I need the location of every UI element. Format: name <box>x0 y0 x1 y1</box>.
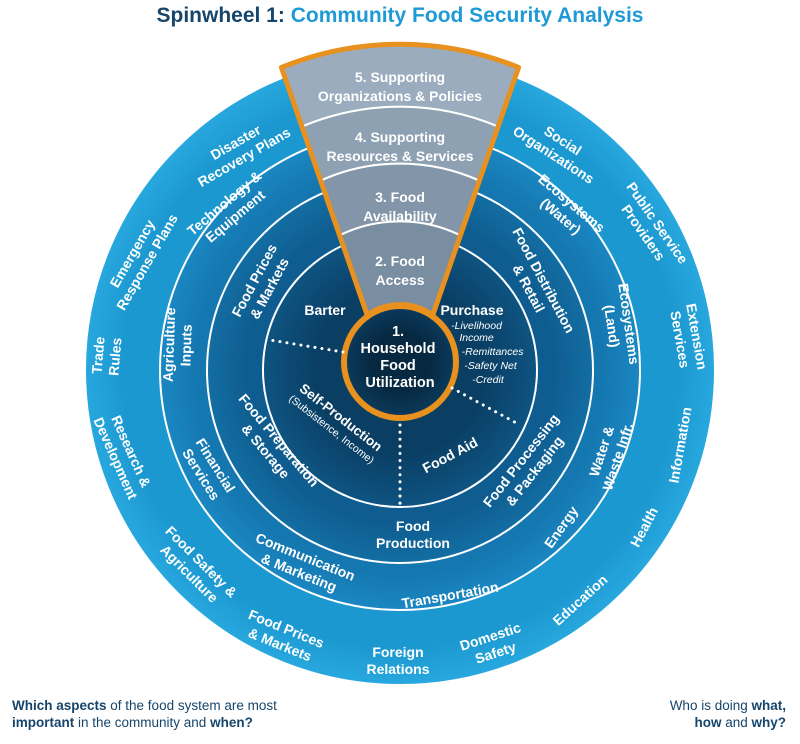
access-dividers <box>268 338 522 507</box>
org-trade-rules: TradeRules <box>88 335 124 376</box>
q-left-b1: Which aspects <box>12 698 107 713</box>
q-right-t1: Who is doing <box>669 698 752 713</box>
q-right-b1: what, <box>751 698 786 713</box>
q-left-t1: of the food system are most <box>106 698 277 713</box>
hub-label: 1. Household Food Utilization <box>361 324 440 391</box>
divider-right <box>450 386 522 427</box>
hub-circle <box>341 303 459 421</box>
purchase-items: -Livelihood Income -Remittances -Safety … <box>451 320 526 386</box>
title-main: Community Food Security Analysis <box>290 4 644 27</box>
purchase-label: Purchase <box>440 302 503 318</box>
wedge-group <box>278 41 522 318</box>
q-left-b3: when? <box>210 715 253 730</box>
q-right-b3: why? <box>751 715 786 730</box>
q-right-b2: how <box>694 715 722 730</box>
question-right: Who is doing what, how and why? <box>586 697 786 731</box>
divider-left <box>268 338 345 354</box>
res-agriculture-inputs: AgricultureInputs <box>160 307 196 383</box>
page-title: Spinwheel 1: Community Food Security Ana… <box>0 4 800 28</box>
q-left-b2: important <box>12 715 75 730</box>
title-prefix: Spinwheel 1: <box>156 4 285 27</box>
question-left: Which aspects of the food system are mos… <box>12 697 342 731</box>
barter-label: Barter <box>304 302 346 318</box>
q-right-t2: and <box>721 715 752 730</box>
q-left-t2: in the community and <box>74 715 211 730</box>
